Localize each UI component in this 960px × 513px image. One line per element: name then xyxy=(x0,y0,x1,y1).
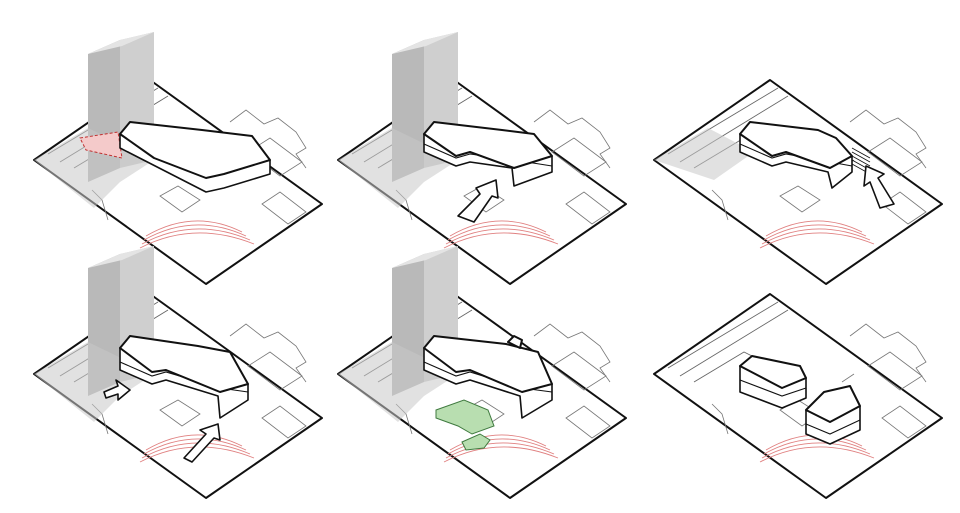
building-volume-top xyxy=(423,121,553,169)
site-plan xyxy=(653,79,943,285)
panel-step-2 xyxy=(337,32,627,285)
green-landscape-lower xyxy=(461,433,491,451)
building-volume-top xyxy=(423,335,553,393)
panel-step-3 xyxy=(653,79,943,285)
entrance-arrow xyxy=(457,179,499,223)
arrow-south xyxy=(183,423,221,463)
roof-element xyxy=(507,335,523,349)
panel-step-5 xyxy=(337,246,627,499)
panel-step-6 xyxy=(653,293,943,499)
entry-steps xyxy=(851,147,871,175)
volume-east xyxy=(805,385,861,445)
building-volume-top xyxy=(119,121,271,179)
arrow xyxy=(863,165,895,209)
arrow-west xyxy=(103,379,131,401)
green-landscape xyxy=(435,399,495,435)
subtracted-area-red xyxy=(79,131,123,159)
panel-step-1 xyxy=(33,32,323,285)
panel-step-4 xyxy=(33,246,323,499)
building-volume-top xyxy=(119,335,249,393)
volume-west xyxy=(739,355,807,409)
